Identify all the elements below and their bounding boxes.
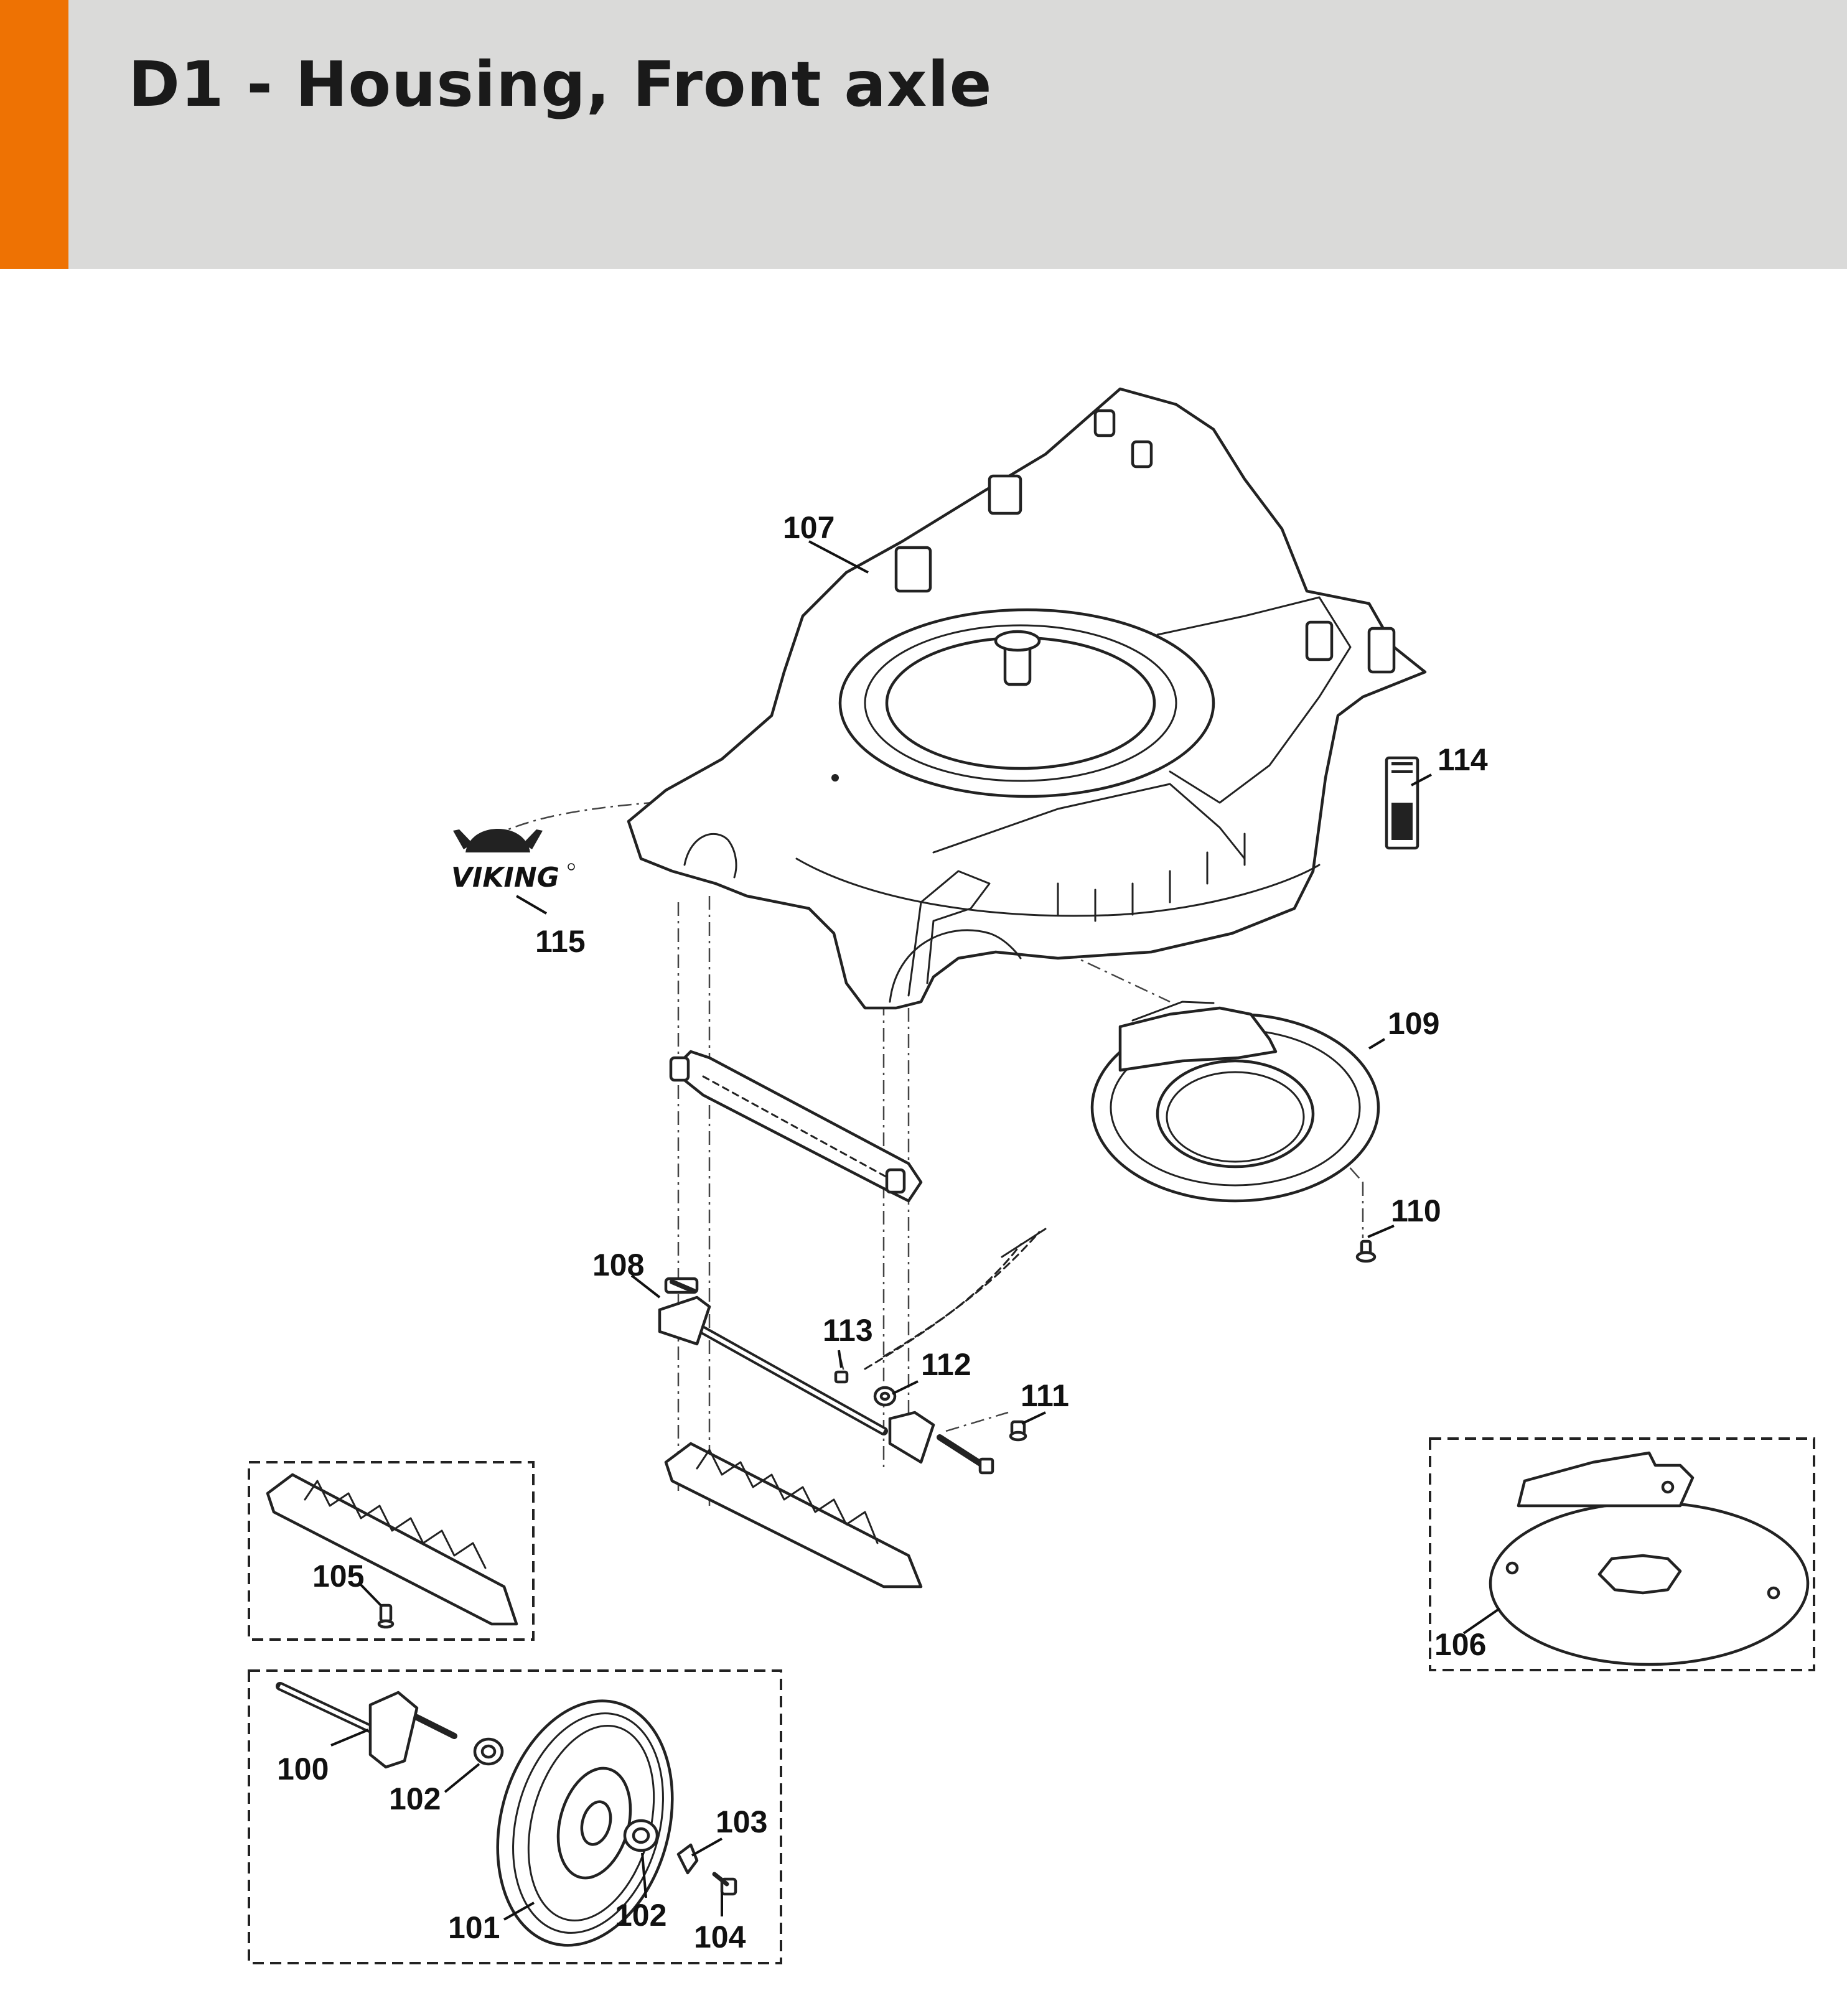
callout-105: 105 xyxy=(312,1559,364,1594)
part-103-cap xyxy=(676,1843,699,1875)
part-100-axle-end xyxy=(276,1682,457,1769)
header-bar: D1 - Housing, Front axle xyxy=(0,0,1847,269)
part-113-nut xyxy=(834,1370,849,1384)
part-104-bolt xyxy=(712,1872,737,1896)
callout-115: 115 xyxy=(535,924,586,959)
callout-101: 101 xyxy=(448,1910,500,1945)
callout-114: 114 xyxy=(1438,742,1488,777)
accent-bar xyxy=(0,0,68,269)
callout-108: 108 xyxy=(592,1248,644,1282)
detail-box-106 xyxy=(1429,1437,1815,1671)
callout-104: 104 xyxy=(694,1920,746,1954)
callout-103: 103 xyxy=(716,1804,767,1839)
detail-box-wheel xyxy=(248,1669,782,1964)
part-105-hinge-plate xyxy=(266,1473,518,1629)
leader-lines xyxy=(330,540,1501,1921)
callout-109: 109 xyxy=(1388,1006,1439,1041)
part-102-bearing-a xyxy=(473,1737,504,1766)
hinge-strip-outline xyxy=(864,1228,1047,1370)
front-axle-cover xyxy=(669,1050,923,1203)
part-107-housing xyxy=(627,387,1427,1010)
callout-106: 106 xyxy=(1434,1627,1486,1662)
part-112-washer xyxy=(873,1386,897,1407)
viking-logo: VIKING xyxy=(451,829,575,894)
callout-110: 110 xyxy=(1391,1193,1441,1228)
callout-111: 111 xyxy=(1021,1378,1069,1413)
callout-113: 113 xyxy=(823,1313,873,1348)
callout-102-upper: 102 xyxy=(389,1781,441,1816)
callout-102-lower: 102 xyxy=(615,1898,666,1933)
part-114-label xyxy=(1385,756,1419,850)
part-111-screw xyxy=(1009,1420,1027,1442)
part-106-cover-plate xyxy=(1489,1451,1810,1666)
callout-107: 107 xyxy=(783,510,835,545)
detail-box-105 xyxy=(248,1461,535,1641)
part-callouts: 107 114 115 109 110 108 113 112 111 105 … xyxy=(277,510,1488,1954)
viking-wordmark: VIKING xyxy=(451,862,559,894)
callout-100: 100 xyxy=(277,1752,329,1786)
page-title: D1 - Housing, Front axle xyxy=(128,48,993,121)
part-110-screw xyxy=(1355,1239,1377,1263)
part-109-baffle xyxy=(1090,1001,1380,1203)
callout-112: 112 xyxy=(921,1347,971,1382)
lower-axle-bracket xyxy=(664,1442,923,1589)
part-102-bearing-b xyxy=(623,1819,659,1852)
viking-helmet-icon xyxy=(453,829,543,852)
part-108-front-axle xyxy=(658,1277,994,1475)
part-101-wheel xyxy=(496,1699,674,1947)
